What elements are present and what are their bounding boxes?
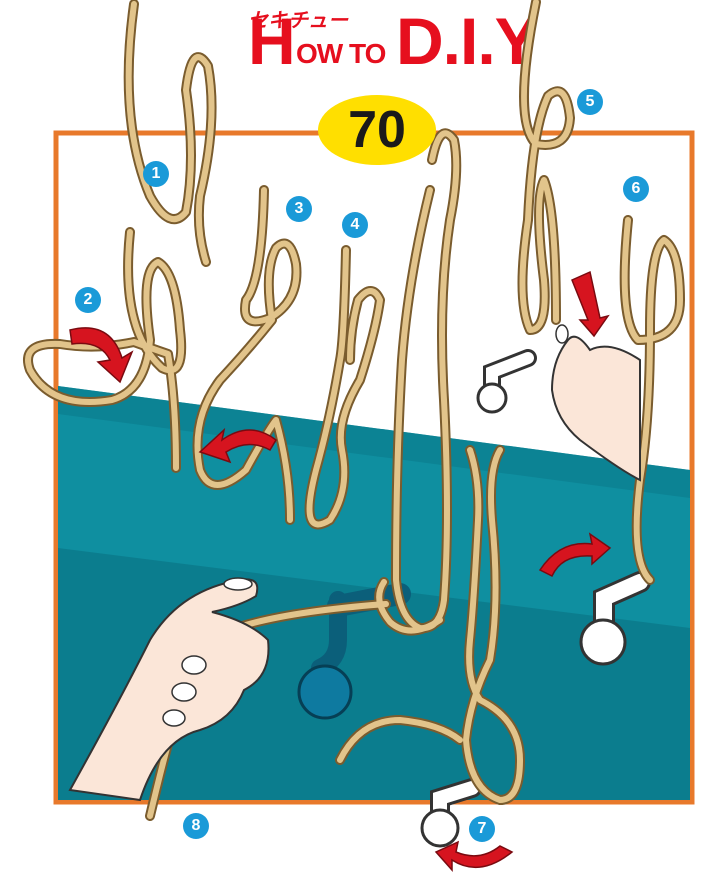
step-3-badge: 3 [286, 196, 312, 222]
curved-red-arrow-icon [436, 842, 512, 870]
step-5-badge: 5 [577, 89, 603, 115]
issue-number-badge: 70 [318, 95, 436, 165]
step-4-badge: 4 [342, 212, 368, 238]
step-7-badge: 7 [469, 816, 495, 842]
step-2-badge: 2 [75, 287, 101, 313]
step-1-badge: 1 [143, 161, 169, 187]
step-8-badge: 8 [183, 813, 209, 839]
step-6-badge: 6 [623, 176, 649, 202]
